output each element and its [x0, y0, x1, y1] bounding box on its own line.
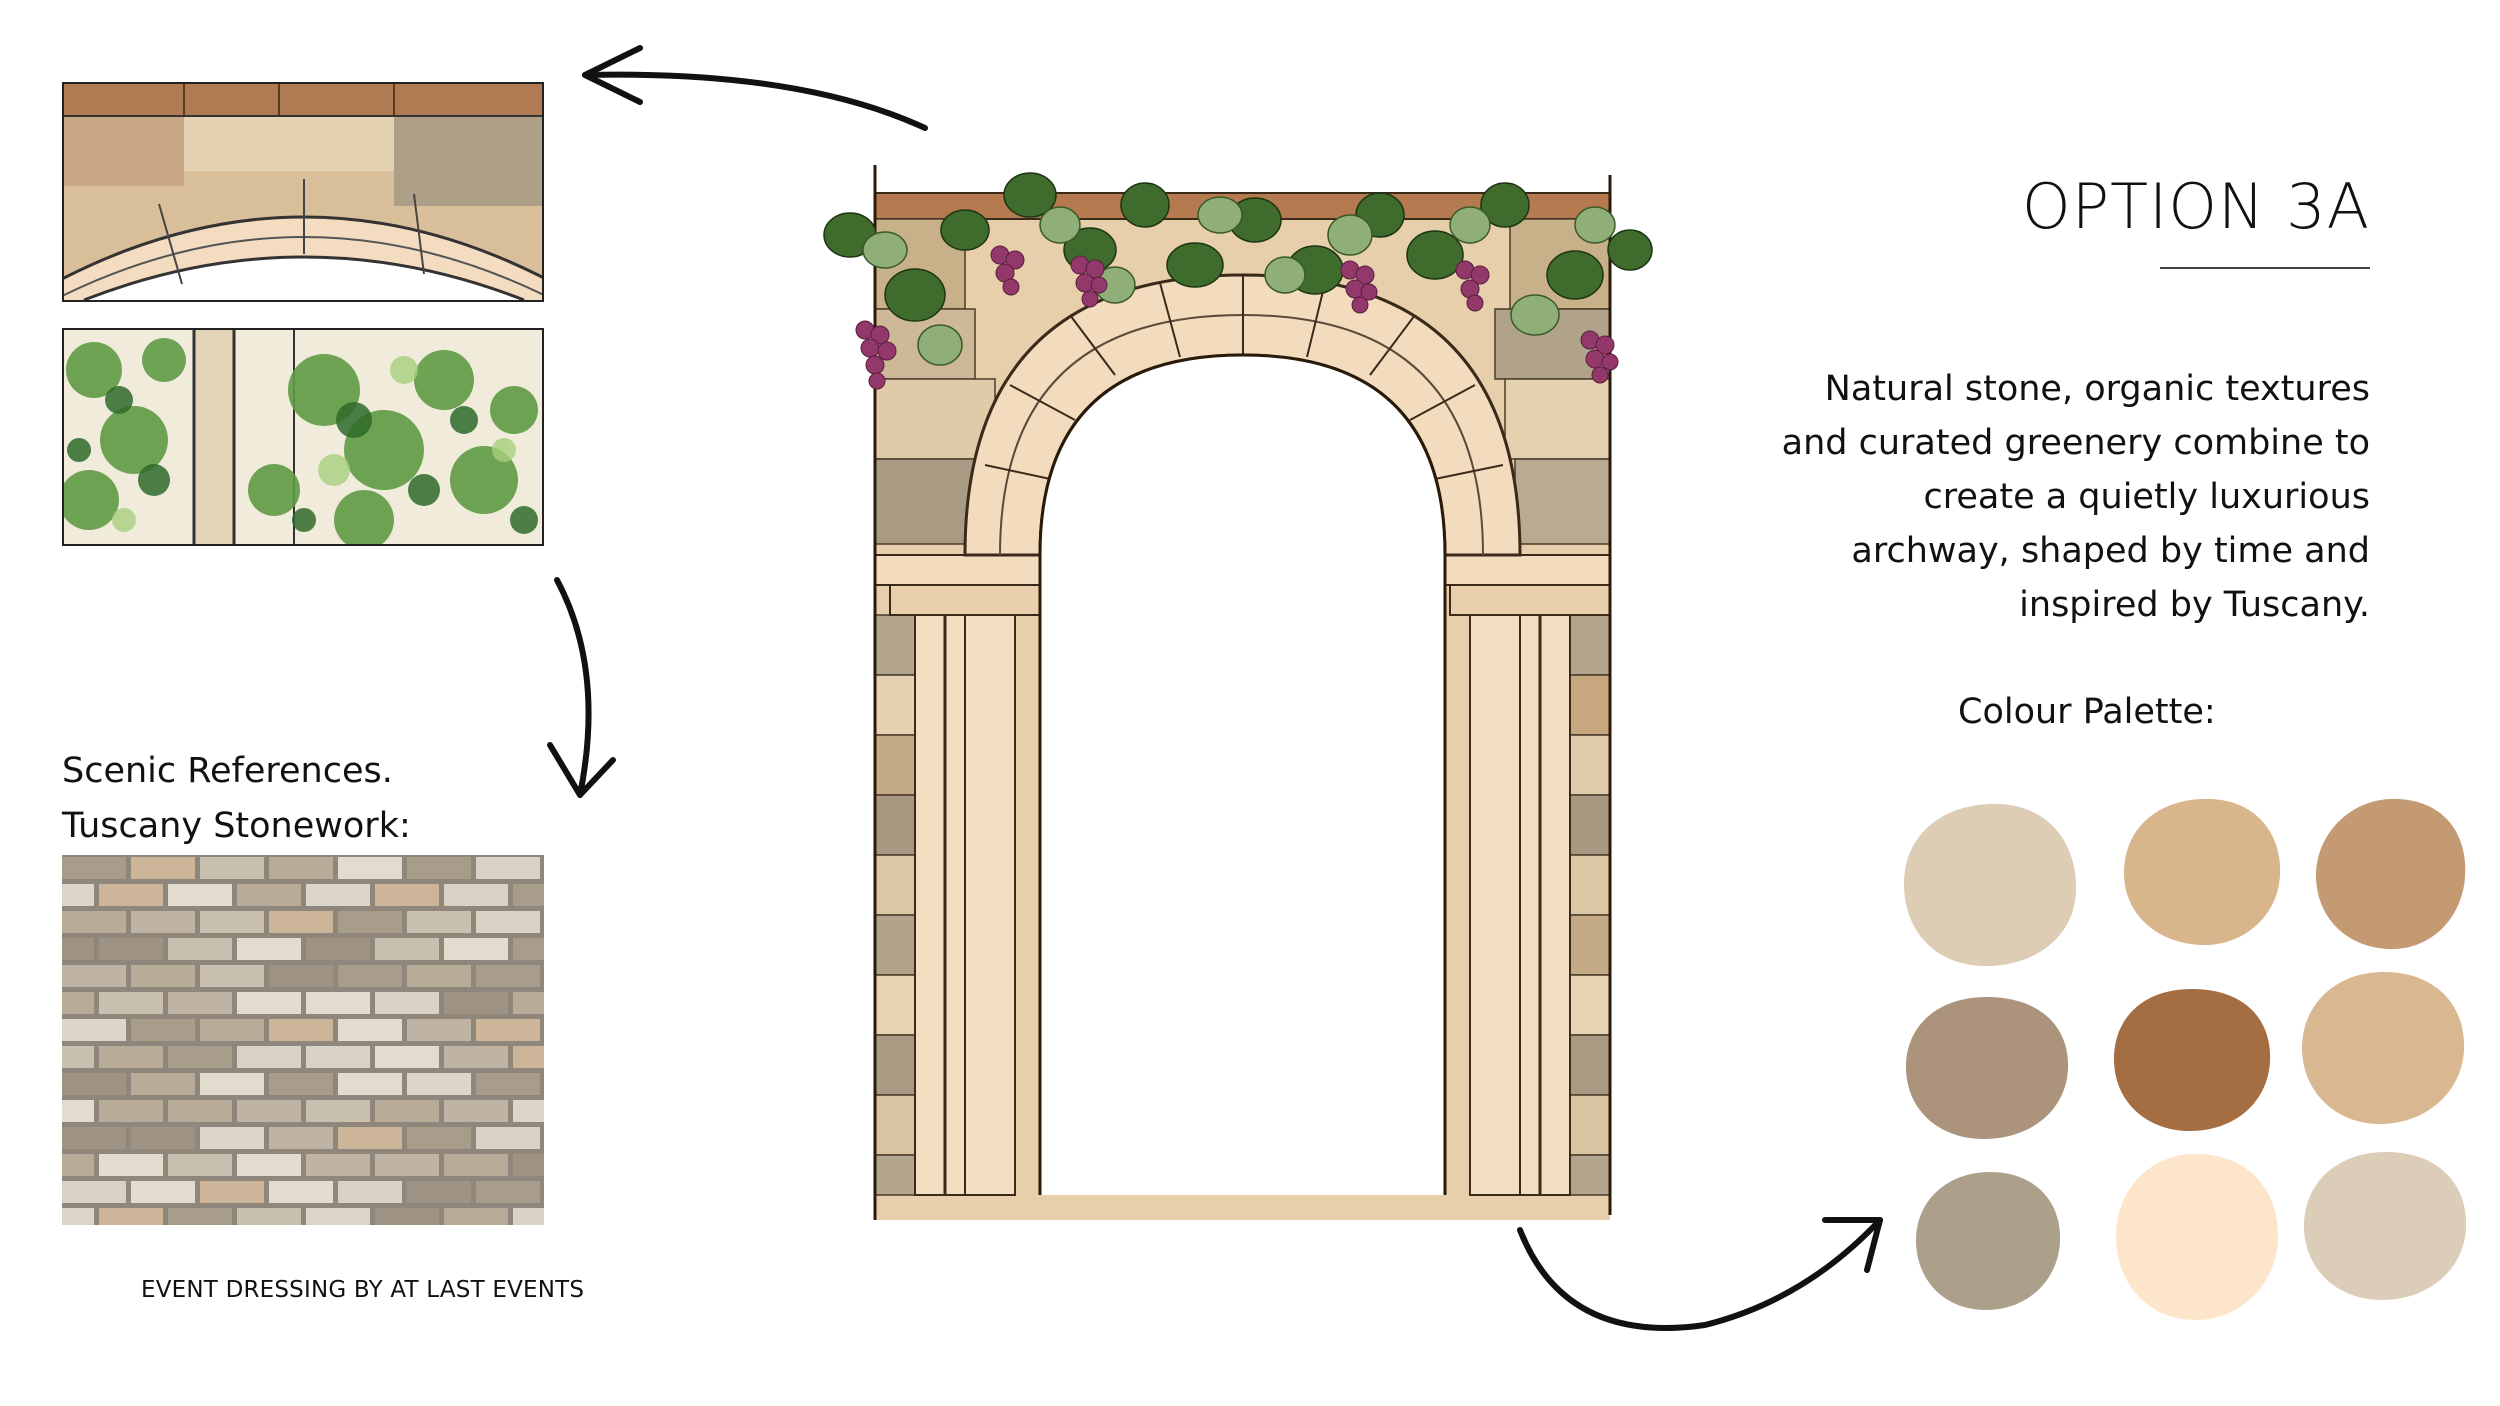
greenery-reference-thumbnail: [62, 328, 544, 546]
arch-detail-thumbnail: [62, 82, 544, 302]
arrow-down-icon: [547, 577, 616, 798]
page-title: OPTION 3A: [2021, 170, 2370, 243]
palette-swatch: [2114, 989, 2271, 1131]
arrow-to-palette-icon: [1517, 1217, 1883, 1331]
palette-swatch: [1904, 803, 2077, 967]
palette-swatch: [1906, 997, 2069, 1139]
palette-swatch: [2316, 798, 2466, 950]
scenic-references-label: Scenic References. Tuscany Stonework:: [62, 744, 411, 854]
description-line: and curated greenery combine to: [1781, 423, 2370, 463]
description-line: inspired by Tuscany.: [2019, 585, 2370, 625]
description: Natural stone, organic textures and cura…: [1750, 362, 2370, 632]
title-divider: [2160, 267, 2370, 269]
references-line-1: Scenic References.: [62, 751, 393, 791]
description-line: create a quietly luxurious: [1923, 477, 2371, 517]
palette-swatch: [2124, 798, 2281, 946]
references-line-2: Tuscany Stonework:: [62, 806, 411, 846]
palette-swatch: [2304, 1152, 2467, 1300]
palette-swatch: [2302, 972, 2465, 1124]
description-line: archway, shaped by time and: [1851, 531, 2370, 571]
stonework-reference-thumbnail: [62, 855, 544, 1225]
palette-swatch: [1916, 1172, 2061, 1310]
palette-label: Colour Palette:: [1958, 692, 2216, 732]
archway-illustration: [823, 165, 1653, 1220]
arrow-to-arch-detail-icon: [582, 45, 928, 131]
footer-credit: EVENT DRESSING BY AT LAST EVENTS: [141, 1277, 585, 1303]
description-line: Natural stone, organic textures: [1824, 369, 2370, 409]
palette-swatch: [2116, 1153, 2279, 1321]
